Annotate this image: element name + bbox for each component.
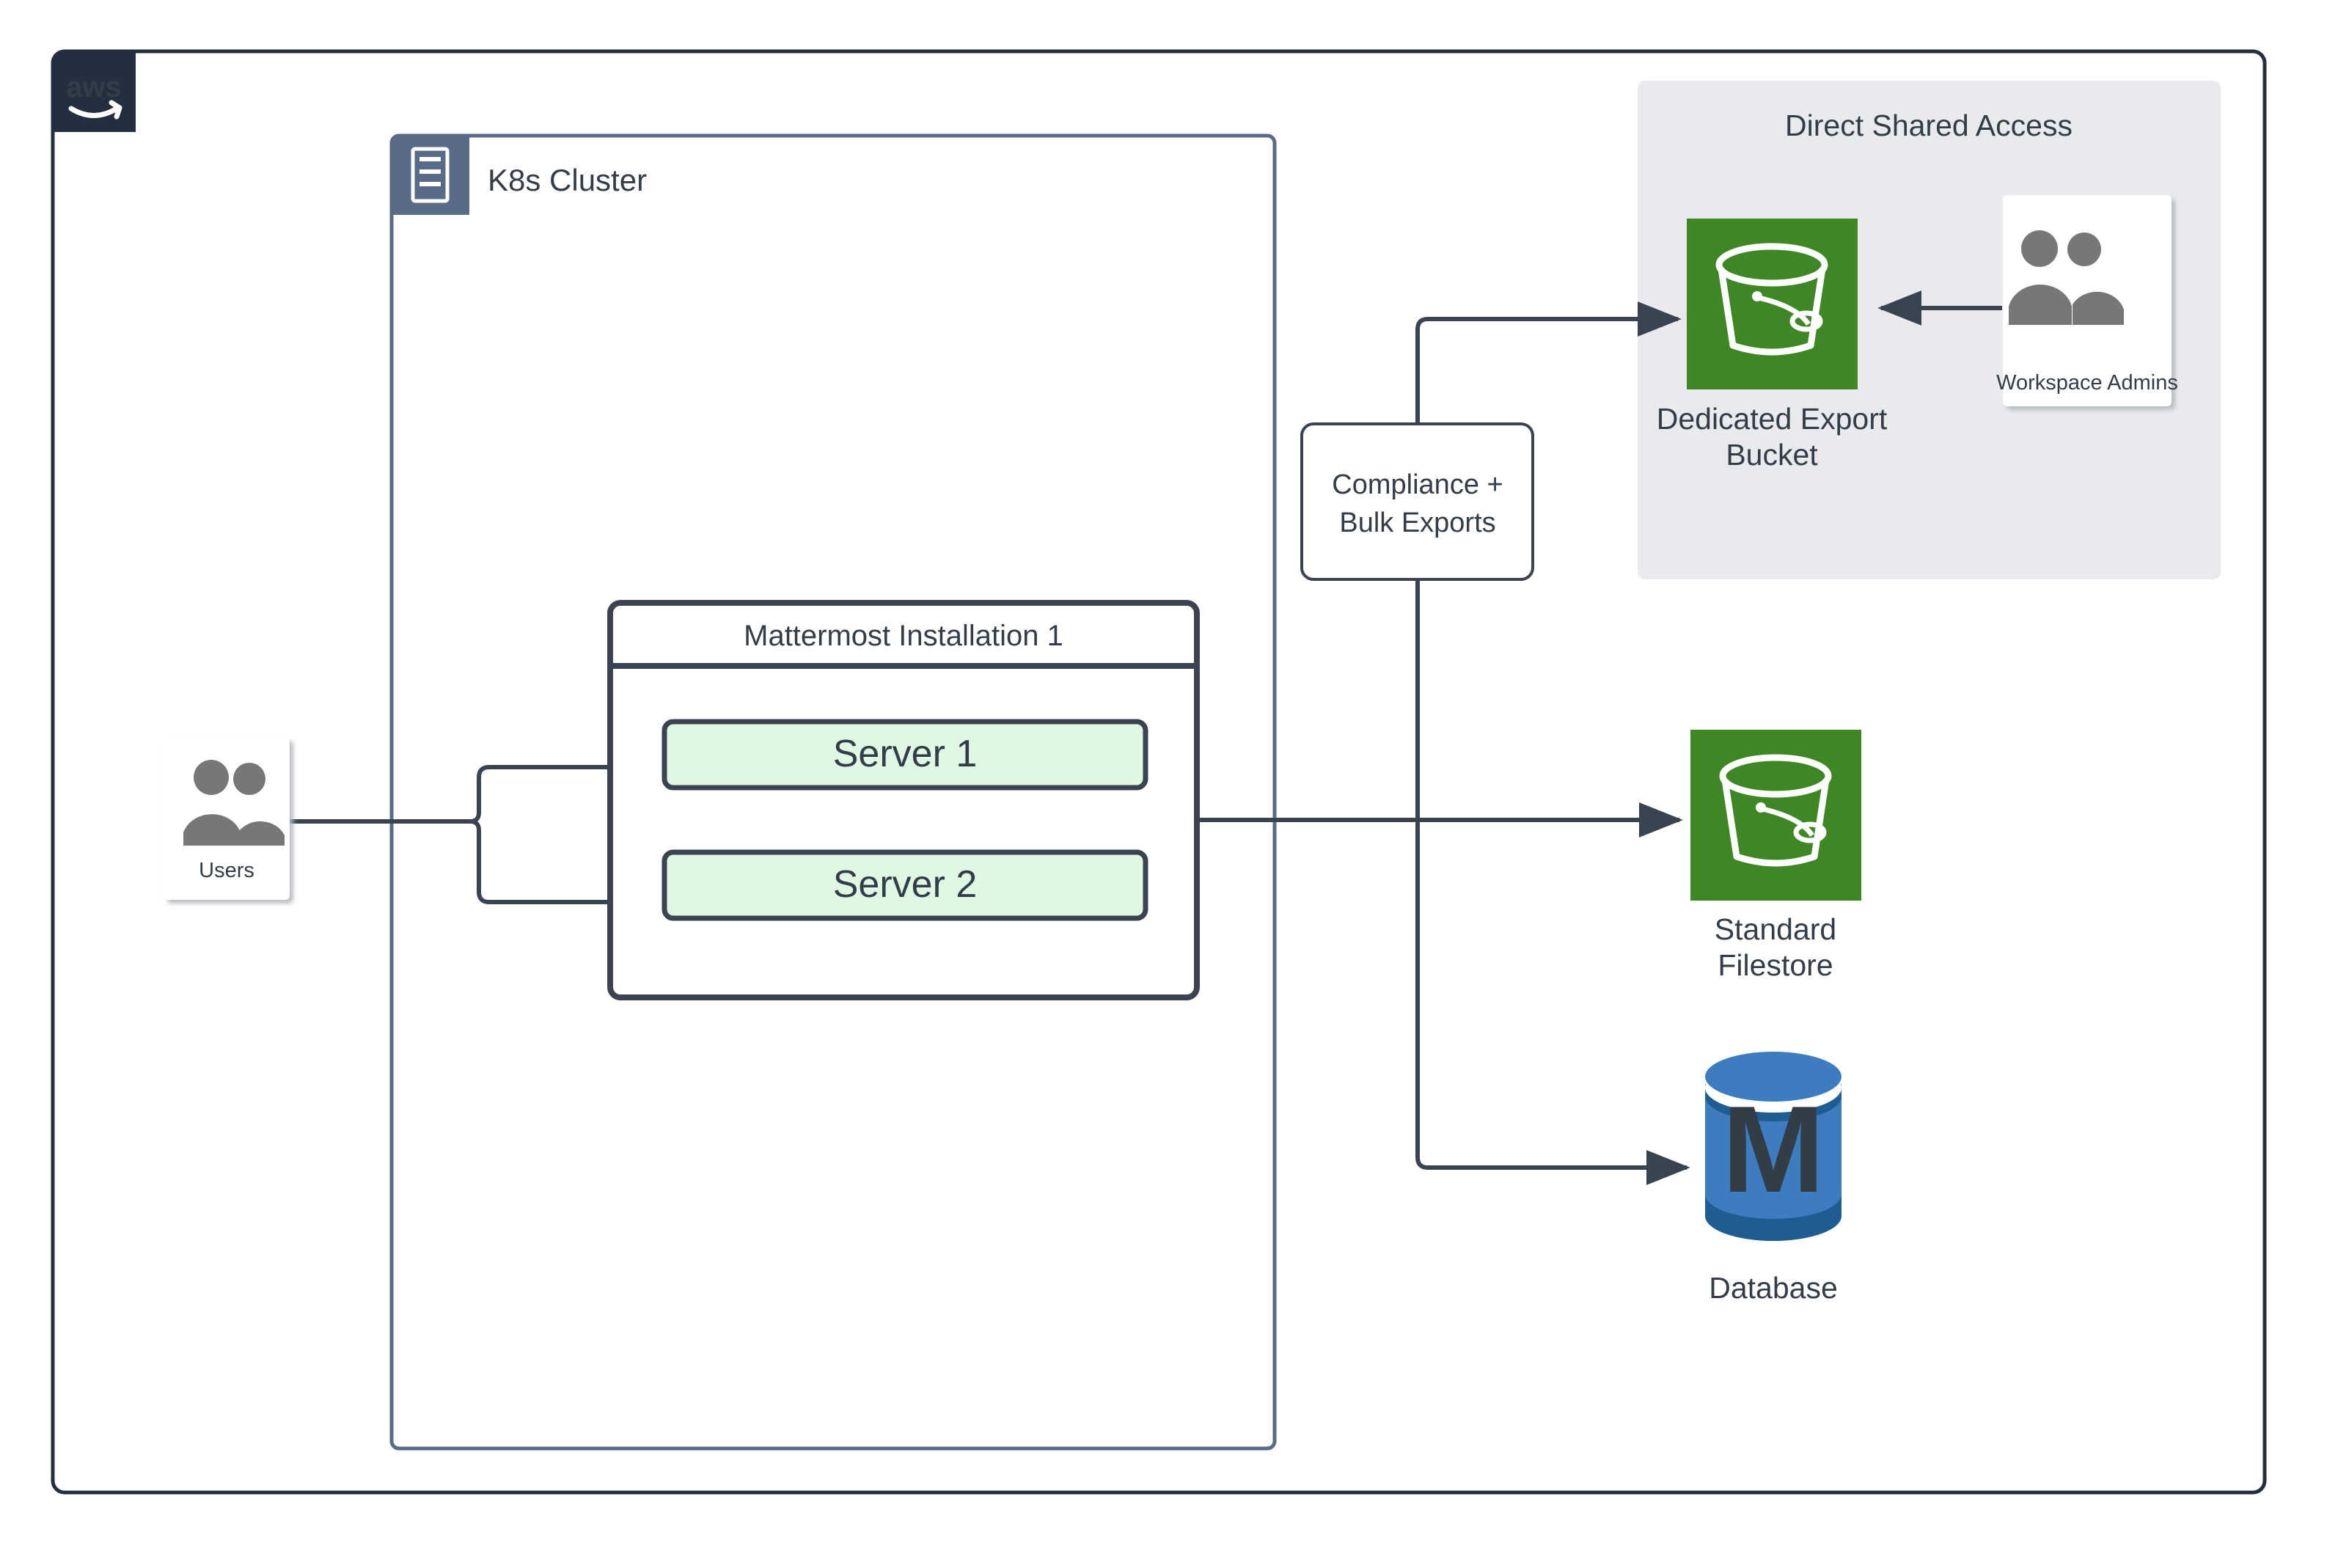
filestore-handle-pin-icon xyxy=(1756,802,1766,813)
s3-bucket-icon xyxy=(1719,754,1832,867)
users-icon xyxy=(183,760,285,846)
mattermost-installation-node[interactable]: Mattermost Installation 1 Server 1 Serve… xyxy=(607,600,1200,1000)
aws-wordmark: aws xyxy=(66,71,122,103)
filestore-body-icon xyxy=(1721,779,1830,867)
server-2-box[interactable] xyxy=(662,849,1148,921)
exports-box[interactable] xyxy=(1300,422,1534,581)
database-bottom-band-icon xyxy=(1705,1194,1842,1241)
server-2-label: Server 2 xyxy=(833,863,978,906)
edge-exports-to-database xyxy=(1415,579,1690,1185)
database-badge-letter: M xyxy=(1722,1080,1825,1218)
aws-logo-icon: aws xyxy=(66,71,122,120)
database-cylinder-icon[interactable]: M xyxy=(1705,1052,1842,1241)
exports-label-line-2: Bulk Exports xyxy=(1339,508,1495,538)
database-body-icon xyxy=(1705,1084,1842,1241)
installation-border[interactable] xyxy=(607,600,1200,1000)
aws-smile-icon xyxy=(68,106,120,118)
filestore-handle-ring-icon xyxy=(1793,821,1827,843)
users-body-left-icon xyxy=(183,814,241,846)
standard-filestore-node[interactable]: Standard Filestore xyxy=(1690,730,1861,982)
filestore-label-line-1: Standard xyxy=(1715,912,1836,946)
server-1-node[interactable]: Server 1 xyxy=(662,719,1148,791)
edge-fork-to-server-2 xyxy=(469,819,664,920)
k8s-rack-bar-3-icon xyxy=(419,182,441,186)
export-bucket-label-line-2: Bucket xyxy=(1726,438,1818,472)
export-bucket-label-line-1: Dedicated Export xyxy=(1657,402,1888,436)
exports-label-line-1: Compliance + xyxy=(1332,469,1503,500)
aws-smile-arrow-icon xyxy=(109,100,122,120)
workspace-admins-users-icon xyxy=(2009,230,2124,325)
k8s-cluster-icon xyxy=(411,147,450,203)
admins-body-left-icon xyxy=(2009,285,2072,325)
filestore-handle-icon xyxy=(1762,806,1814,838)
k8s-server-rack-outline-icon xyxy=(411,147,450,203)
users-head-right-icon xyxy=(233,763,265,795)
workspace-admins-node[interactable]: Workspace Admins xyxy=(1996,195,2178,406)
filestore-label-line-2: Filestore xyxy=(1718,948,1833,982)
dedicated-export-bucket-node[interactable]: Dedicated Export Bucket xyxy=(1657,219,1888,472)
k8s-rack-bar-2-icon xyxy=(419,169,441,174)
admins-head-right-icon xyxy=(2067,232,2101,266)
server-1-label: Server 1 xyxy=(833,733,978,775)
users-body-right-icon xyxy=(239,821,285,846)
admins-head-left-icon xyxy=(2021,230,2058,267)
s3-bucket-icon xyxy=(1715,243,1828,356)
database-label: Database xyxy=(1709,1271,1838,1305)
shared-access-title: Direct Shared Access xyxy=(1785,109,2073,142)
installation-title: Mattermost Installation 1 xyxy=(744,620,1063,652)
users-label: Users xyxy=(199,859,254,882)
database-top-cap-icon xyxy=(1705,1052,1842,1102)
k8s-rack-bar-1-icon xyxy=(419,157,441,161)
admins-body-right-icon xyxy=(2073,291,2124,325)
export-bucket-handle-ring-icon xyxy=(1789,310,1823,332)
k8s-cluster-label: K8s Cluster xyxy=(488,163,647,197)
filestore-rim-icon xyxy=(1719,754,1832,798)
connectors xyxy=(286,290,2002,1185)
export-bucket-handle-icon xyxy=(1758,295,1811,326)
export-bucket-handle-pin-icon xyxy=(1752,291,1762,301)
compliance-bulk-exports-node[interactable]: Compliance + Bulk Exports xyxy=(1300,422,1534,581)
export-bucket-rim-icon xyxy=(1715,243,1828,287)
users-head-left-icon xyxy=(194,760,229,795)
workspace-admins-label: Workspace Admins xyxy=(1996,371,2178,395)
server-2-node[interactable]: Server 2 xyxy=(662,849,1148,921)
server-1-box[interactable] xyxy=(662,719,1148,791)
export-bucket-body-icon xyxy=(1718,268,1826,356)
users-node[interactable]: Users xyxy=(164,737,290,900)
database-node[interactable]: M Database xyxy=(1705,1052,1842,1305)
edge-exports-to-export-bucket xyxy=(1415,301,1682,424)
